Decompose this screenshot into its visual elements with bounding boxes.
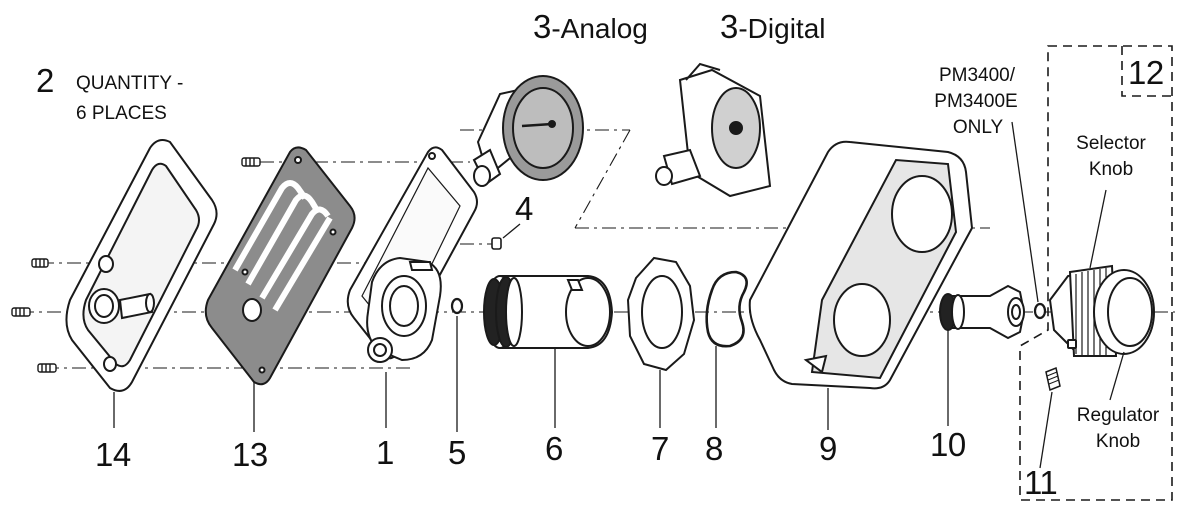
title-digital: 3-Digital [720,10,826,43]
title-digital-num: 3 [720,8,739,45]
label-part-5: 5 [448,434,466,471]
leader-regulator [1109,351,1125,401]
plug [491,237,502,250]
pm-note-line2: PM3400E [934,91,1018,112]
flange-ring [626,256,696,372]
pm-note-line1: PM3400/ [938,65,1016,86]
label-part-10: 10 [930,426,966,463]
title-analog-num: 3 [533,8,552,45]
leader-4 [502,223,521,239]
selector-knob-line2: Knob [1088,159,1134,180]
gasket [204,146,356,386]
label-part-4: 4 [515,190,533,227]
label-part-8: 8 [705,430,723,467]
note-quantity-line2: 6 PLACES [76,103,167,124]
leader-selector [1089,189,1107,269]
screw-left-mid [11,307,31,317]
label-part-9: 9 [819,430,837,467]
label-part-14: 14 [95,436,131,473]
leader-11 [1039,391,1053,469]
pm-o-ring [1033,302,1047,320]
small-o-ring [450,297,464,315]
front-cover [748,140,974,390]
screw-left-top [31,258,49,268]
pm-note-line3: ONLY [952,117,1004,138]
label-part-7: 7 [651,430,669,467]
set-screw [1045,366,1061,392]
digital-gauge [655,62,772,198]
note-quantity-line1: QUANTITY - [76,73,184,94]
title-analog-text: -Analog [551,13,648,44]
regulator-knob-line2: Knob [1095,431,1141,452]
label-part-6: 6 [545,430,563,467]
leader-pm [1011,121,1039,303]
label-part-13: 13 [232,436,268,473]
title-digital-text: -Digital [738,13,826,44]
label-part-12: 12 [1128,54,1164,91]
label-part-1: 1 [376,434,394,471]
kit-12-outline [1019,45,1173,501]
screw-left-bottom [37,363,57,373]
screw-gasket-top [241,157,261,167]
seal-ring [705,270,748,348]
selector-knob-line1: Selector [1076,133,1146,154]
cylinder [483,275,614,349]
back-plate [65,139,218,392]
knob-assembly [1048,264,1155,357]
regulator-knob-line1: Regulator [1076,405,1160,426]
mounting-bracket [346,146,478,363]
label-part-11: 11 [1024,464,1058,501]
title-analog: 3-Analog [533,10,648,43]
valve-body [939,284,1026,340]
analog-gauge [472,75,584,187]
label-part-2: 2 [36,62,54,99]
